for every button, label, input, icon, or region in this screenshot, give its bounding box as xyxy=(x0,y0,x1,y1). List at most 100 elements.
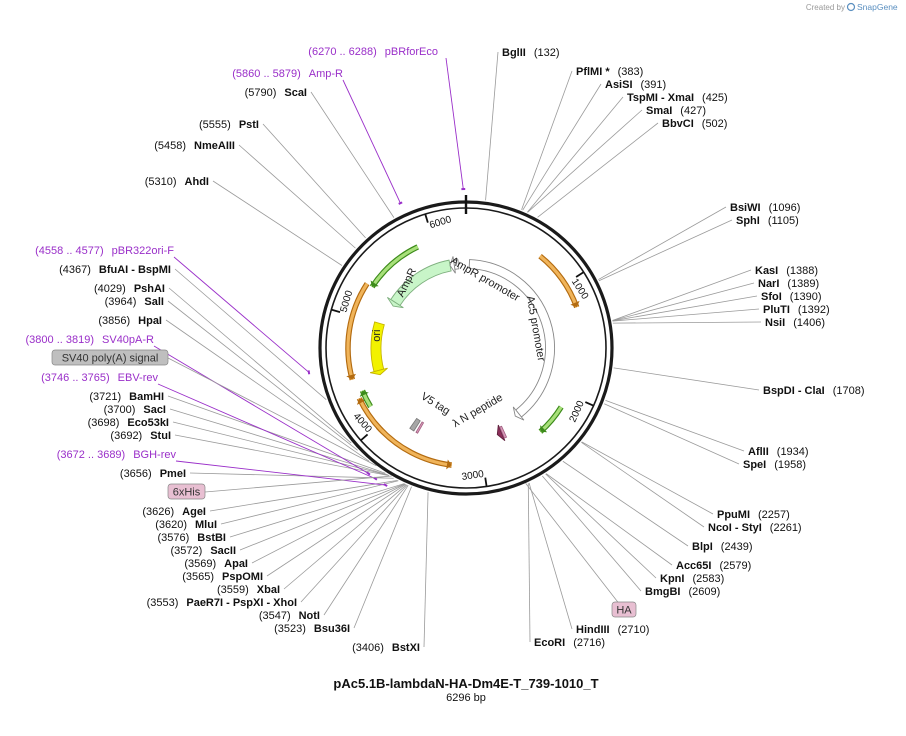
site-position: (2609) xyxy=(688,586,720,598)
primer-site-mark xyxy=(307,370,311,375)
site-label-noti: (3547)NotI xyxy=(259,610,320,622)
orf-arrow xyxy=(538,254,580,309)
site-name: NotI xyxy=(299,610,320,622)
site-name: SphI xyxy=(736,215,760,227)
primer-leader-line xyxy=(342,79,401,204)
site-position: (3523) xyxy=(274,623,306,635)
primer-name: SV40pA-R xyxy=(102,334,154,346)
primer-name: EBV-rev xyxy=(118,372,159,384)
site-leader-line xyxy=(537,122,659,218)
feature-ha xyxy=(499,425,508,439)
site-leader-line xyxy=(528,482,573,630)
feature-6xhis xyxy=(415,421,425,434)
site-leader-line xyxy=(423,492,429,648)
site-position: (3656) xyxy=(120,468,152,480)
feature-ori xyxy=(370,321,388,376)
site-position: (2261) xyxy=(770,522,802,534)
site-name: BsiWI xyxy=(730,202,761,214)
site-label-bspdi-clai: BspDI - ClaI(1708) xyxy=(763,385,865,397)
primer-label-pbrforeco: (6270 .. 6288)pBRforEco xyxy=(308,46,438,58)
site-name: MluI xyxy=(195,519,217,531)
site-leader-line xyxy=(167,395,386,474)
site-position: (5310) xyxy=(145,176,177,188)
site-position: (2439) xyxy=(721,541,753,553)
scale-tick-label: 6000 xyxy=(428,214,453,231)
site-label-sfoi: SfoI(1390) xyxy=(761,291,822,303)
site-labels: BglII(132)PflMI *(383)AsiSI(391)TspMI - … xyxy=(26,46,865,654)
site-position: (3572) xyxy=(171,545,203,557)
site-position: (5790) xyxy=(245,87,277,99)
site-leader-line xyxy=(174,268,327,400)
site-name: TspMI - XmaI xyxy=(627,92,694,104)
orf-arrow xyxy=(359,389,373,409)
primer-range: (3672 .. 3689) xyxy=(57,449,126,461)
scale-tick-mark xyxy=(424,213,429,223)
site-leader-line xyxy=(485,51,499,201)
scale-tick-mark xyxy=(360,433,369,442)
site-position: (5458) xyxy=(154,140,186,152)
primer-name: pBRforEco xyxy=(385,46,438,58)
site-label-bfuai-bspmi: (4367)BfuAI - BspMI xyxy=(59,264,171,276)
site-label-asisi: AsiSI(391) xyxy=(605,79,666,91)
site-name: SpeI xyxy=(743,459,766,471)
primer-name: BGH-rev xyxy=(133,449,176,461)
site-leader-line xyxy=(353,486,412,629)
site-name: ScaI xyxy=(284,87,307,99)
site-name: BmgBI xyxy=(645,586,680,598)
site-leader-line xyxy=(310,91,395,218)
site-leader-line xyxy=(545,473,673,566)
primer-leader-line xyxy=(153,345,369,474)
plasmid-length: 6296 bp xyxy=(446,692,486,704)
site-position: (391) xyxy=(641,79,667,91)
site-label-sali: (3964)SalI xyxy=(105,296,164,308)
orf-arrows xyxy=(345,244,580,470)
site-label-stui: (3692)StuI xyxy=(110,430,171,442)
site-label-xbai: (3559)XbaI xyxy=(217,584,280,596)
site-position: (3721) xyxy=(89,391,121,403)
site-label-ppumi: PpuMI (2257) xyxy=(717,509,790,521)
site-leader-line xyxy=(562,460,689,547)
site-position: (1105) xyxy=(768,215,799,227)
feature-ampr-promoter xyxy=(449,256,460,274)
site-position: (3692) xyxy=(110,430,142,442)
site-name: NsiI xyxy=(765,317,785,329)
site-label-pflmi: PflMI *(383) xyxy=(576,66,643,78)
primer-leader-line xyxy=(157,383,376,480)
site-name: Acc65I xyxy=(676,560,711,572)
site-leader-line xyxy=(521,70,573,210)
site-label-sacii: (3572)SacII xyxy=(171,545,236,557)
site-position: (1388) xyxy=(786,265,818,277)
backbone-outer-strand xyxy=(318,200,614,496)
site-leader-line xyxy=(598,206,727,280)
scale-tick-label: 2000 xyxy=(568,399,587,424)
site-position: (3626) xyxy=(142,506,174,518)
site-label-acc65i: Acc65I (2579) xyxy=(676,560,751,572)
site-name: PstI xyxy=(239,119,259,131)
site-leader-line xyxy=(168,287,352,444)
site-name: NmeAIII xyxy=(194,140,235,152)
site-leader-line xyxy=(266,483,406,577)
scale-tick-label: 3000 xyxy=(461,469,485,483)
box-leader-line xyxy=(204,475,392,493)
feature-ampr xyxy=(387,259,452,309)
site-leader-line xyxy=(605,400,745,452)
site-label-ecori: EcoRI(2716) xyxy=(534,637,605,649)
primer-label-amp-r: (5860 .. 5879)Amp-R xyxy=(232,68,343,80)
scale-tick-mark xyxy=(584,401,594,407)
site-label-bstbi: (3576)BstBI xyxy=(157,532,226,544)
site-name: PluTI xyxy=(763,304,790,316)
primer-range: (3746 .. 3765) xyxy=(41,372,110,384)
site-name: SacI xyxy=(143,404,166,416)
scale-tick-mark xyxy=(484,477,488,487)
site-label-ncoi-styi: NcoI - StyI(2261) xyxy=(708,522,802,534)
site-leader-line xyxy=(598,219,733,282)
primer-range: (3800 .. 3819) xyxy=(26,334,95,346)
primer-range: (5860 .. 5879) xyxy=(232,68,301,80)
site-position: (2579) xyxy=(719,560,751,572)
scale-tick-mark xyxy=(575,271,585,278)
site-name: HindIII xyxy=(576,624,610,636)
site-name: PpuMI xyxy=(717,509,750,521)
site-position: (2257) xyxy=(758,509,790,521)
site-leader-line xyxy=(220,480,399,525)
